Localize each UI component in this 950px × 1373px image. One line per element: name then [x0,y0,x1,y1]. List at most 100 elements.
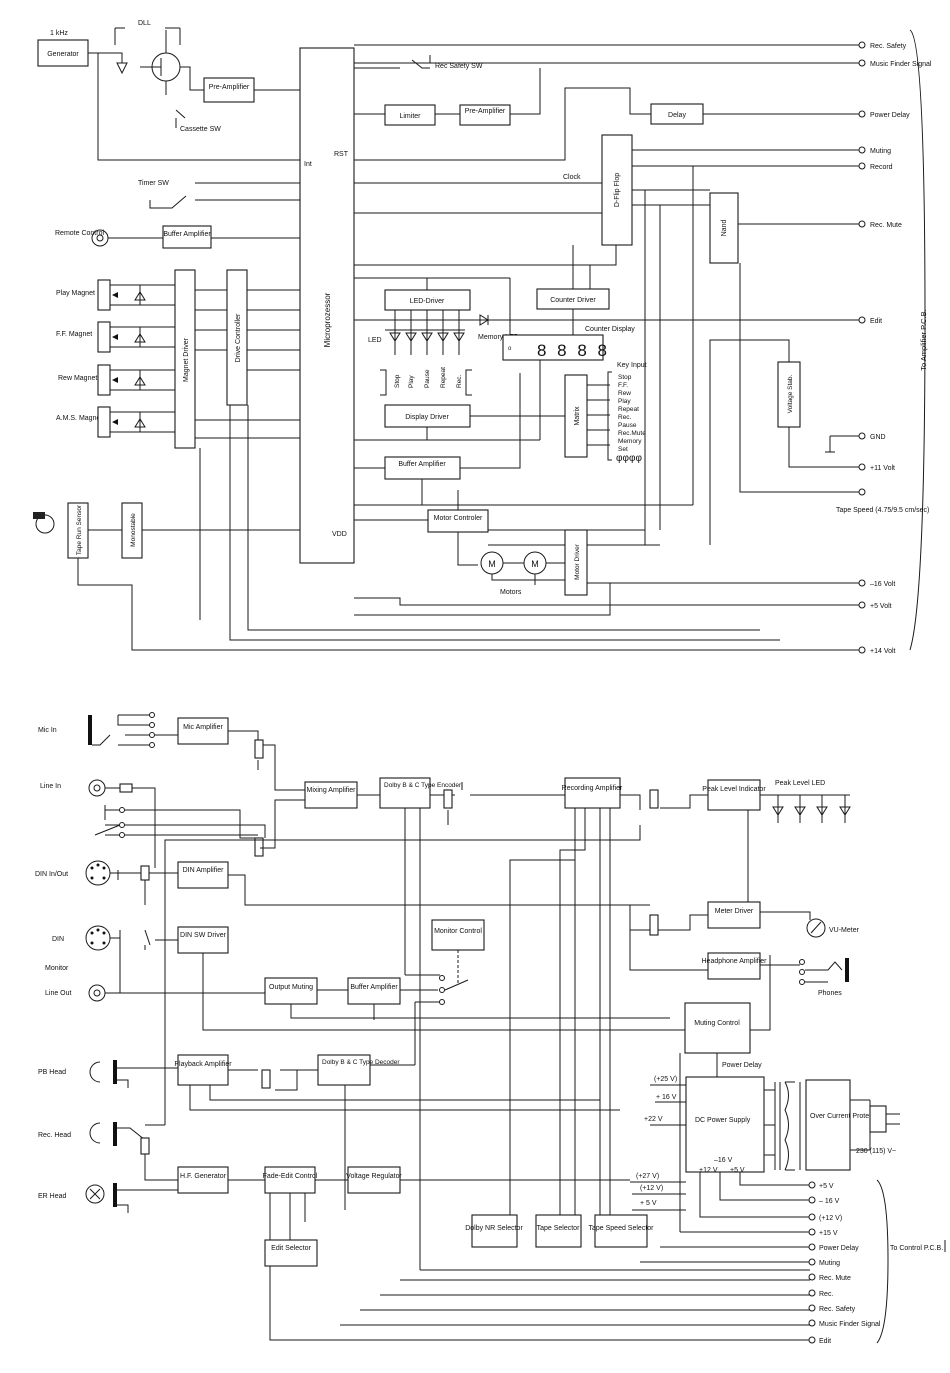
out-tape-speed: Tape Speed (4.75/9.5 cm/sec) [836,507,929,514]
edit-selector-block [264,1239,318,1267]
peak-level-indicator-block [707,779,761,811]
mic-amplifier-block [177,717,229,745]
vu-meter-label: VU-Meter [829,927,860,934]
muting-control-block [684,1002,751,1054]
bout-5v: +5 V [819,1183,834,1190]
playback-amplifier-block [177,1054,229,1086]
voltage-regulator-block [347,1166,401,1194]
voltage-stab-label: Voltage Stab. [787,374,794,413]
buffer-amplifier-1-label: Buffer Amplifier [163,231,211,238]
phones-label: Phones [818,990,842,997]
line-out-label: Line Out [45,990,72,997]
tape-run-sensor-label: Tape Run Sensor [76,504,83,555]
ams-magnet-label: A.M.S. Magnet [56,415,102,422]
top-outputs: Rec. Safety Music Finder Signal Power De… [836,41,932,655]
d-flip-flop-block [601,134,633,246]
buffer-amplifier-label: Buffer Amplifier [350,984,398,991]
rec-safety-sw-label: Rec Safety SW [435,63,483,70]
out-14-volt: +14 Volt [870,648,896,655]
bout-minus-16v: – 16 V [819,1198,840,1205]
khz-label: 1 kHz [50,30,68,37]
out-power-delay: Power Delay [870,112,910,119]
key-play: Play [618,398,631,405]
power-delay-label: Power Delay [722,1062,762,1069]
clock-label: Clock [563,174,581,181]
led-label-rec: Rec. [456,374,463,388]
fade-edit-control-block [264,1166,316,1194]
remote-control-label: Remote Control [55,230,104,237]
generator-label: Generator [47,51,79,58]
bout-15v: +15 V [819,1230,838,1237]
bout-12v: (+12 V) [819,1215,842,1222]
nand-label: Nand [721,220,728,237]
motors-label: Motors [500,589,522,596]
v25-label: (+25 V) [654,1076,677,1083]
peak-level-led-label: Peak Level LED [775,780,825,787]
bottom-outputs: +5 V – 16 V (+12 V) +15 V Power Delay Mu… [808,1181,881,1345]
rst-label: RST [334,151,349,158]
fade-edit-control-label: Fade-Edit Control [263,1173,318,1180]
dolby-decoder-label: Dolby B & C Type Decoder [322,1059,400,1066]
motor-1: M [488,559,496,569]
counter-display-label: Counter Display [585,326,635,333]
timer-sw-label: Timer SW [138,180,169,187]
bout-rec-safety: Rec. Safety [819,1306,856,1313]
amplifier-pcb-diagram: Mic In Mic Amplifier Line In Mixing Ampl… [35,712,946,1345]
cassette-sw-label: Cassette SW [180,126,221,133]
out-minus-16-volt: –16 Volt [870,581,895,588]
monitor-control-block [431,919,485,951]
out-11-volt: +11 Volt [870,465,895,472]
dll-label: DLL [138,20,151,27]
key-pause: Pause [618,422,637,429]
dolby-encoder-label: Dolby B & C Type Encoder [384,782,462,789]
mixing-amplifier-block [304,781,358,809]
motor-driver-label: Motor Driver [574,543,581,580]
key-symbols: φφφφ [616,453,642,464]
din-label: DIN [52,936,64,943]
over-current-protector-label: Over Current Protector [810,1113,881,1120]
edit-selector-label: Edit Selector [271,1245,311,1252]
rew-magnet-label: Rew Magnet [58,375,97,382]
svg-text:o: o [508,346,512,352]
v12-label: (+12 V) [640,1185,663,1192]
hf-generator-label: H.F. Generator [180,1173,227,1180]
matrix-label: Matrix [574,406,581,426]
microprocessor-block [299,47,355,564]
delay-label: Delay [668,112,686,119]
tape-selector-label: Tape Selector [537,1225,580,1232]
buffer-amplifier-2-label: Buffer Amplifier [398,461,446,468]
key-ff: F.F. [618,382,628,389]
output-muting-label: Output Muting [269,984,313,991]
out-5-volt: +5 Volt [870,603,892,610]
d-flip-flop-label: D-Flip Flop [614,173,621,207]
key-memory: Memory [618,438,642,445]
headphone-amplifier-block [707,952,761,980]
dolby-nr-selector-label: Dolby NR Selector [465,1225,523,1232]
magnet-driver-label: Magnet Driver [183,337,190,382]
vp5-label: +5 V [730,1167,745,1174]
drive-controller-block [226,269,248,406]
line-in-label: Line In [40,783,61,790]
limiter-label: Limiter [399,113,421,120]
bout-power-delay: Power Delay [819,1245,859,1252]
pre-amplifier-2-label: Pre-Amplifier [465,108,506,115]
din-amplifier-label: DIN Amplifier [183,867,225,874]
out-music-finder: Music Finder Signal [870,61,932,68]
buffer-amplifier-1-block [162,225,212,249]
muting-control-label: Muting Control [694,1020,740,1027]
v5-label: + 5 V [640,1200,657,1207]
vp12-label: +12 V [699,1167,718,1174]
rec-head-label: Rec. Head [38,1132,71,1139]
monitor-label: Monitor [45,965,69,972]
led-driver-label: LED-Driver [410,298,445,305]
limiter-block [384,104,436,126]
dolby-decoder-block [317,1054,371,1086]
key-set: Set [618,446,628,453]
magnets-group: Play Magnet F.F. Magnet Rew Magnet A.M.S… [56,279,175,438]
v27-label: (+27 V) [636,1173,659,1180]
output-muting-block [264,977,318,1005]
over-current-protector-block [805,1079,851,1171]
magnet-driver-block [174,269,196,449]
drive-controller-label: Drive Controller [235,313,242,362]
mains-label: 230 (115) V~ [856,1148,896,1155]
